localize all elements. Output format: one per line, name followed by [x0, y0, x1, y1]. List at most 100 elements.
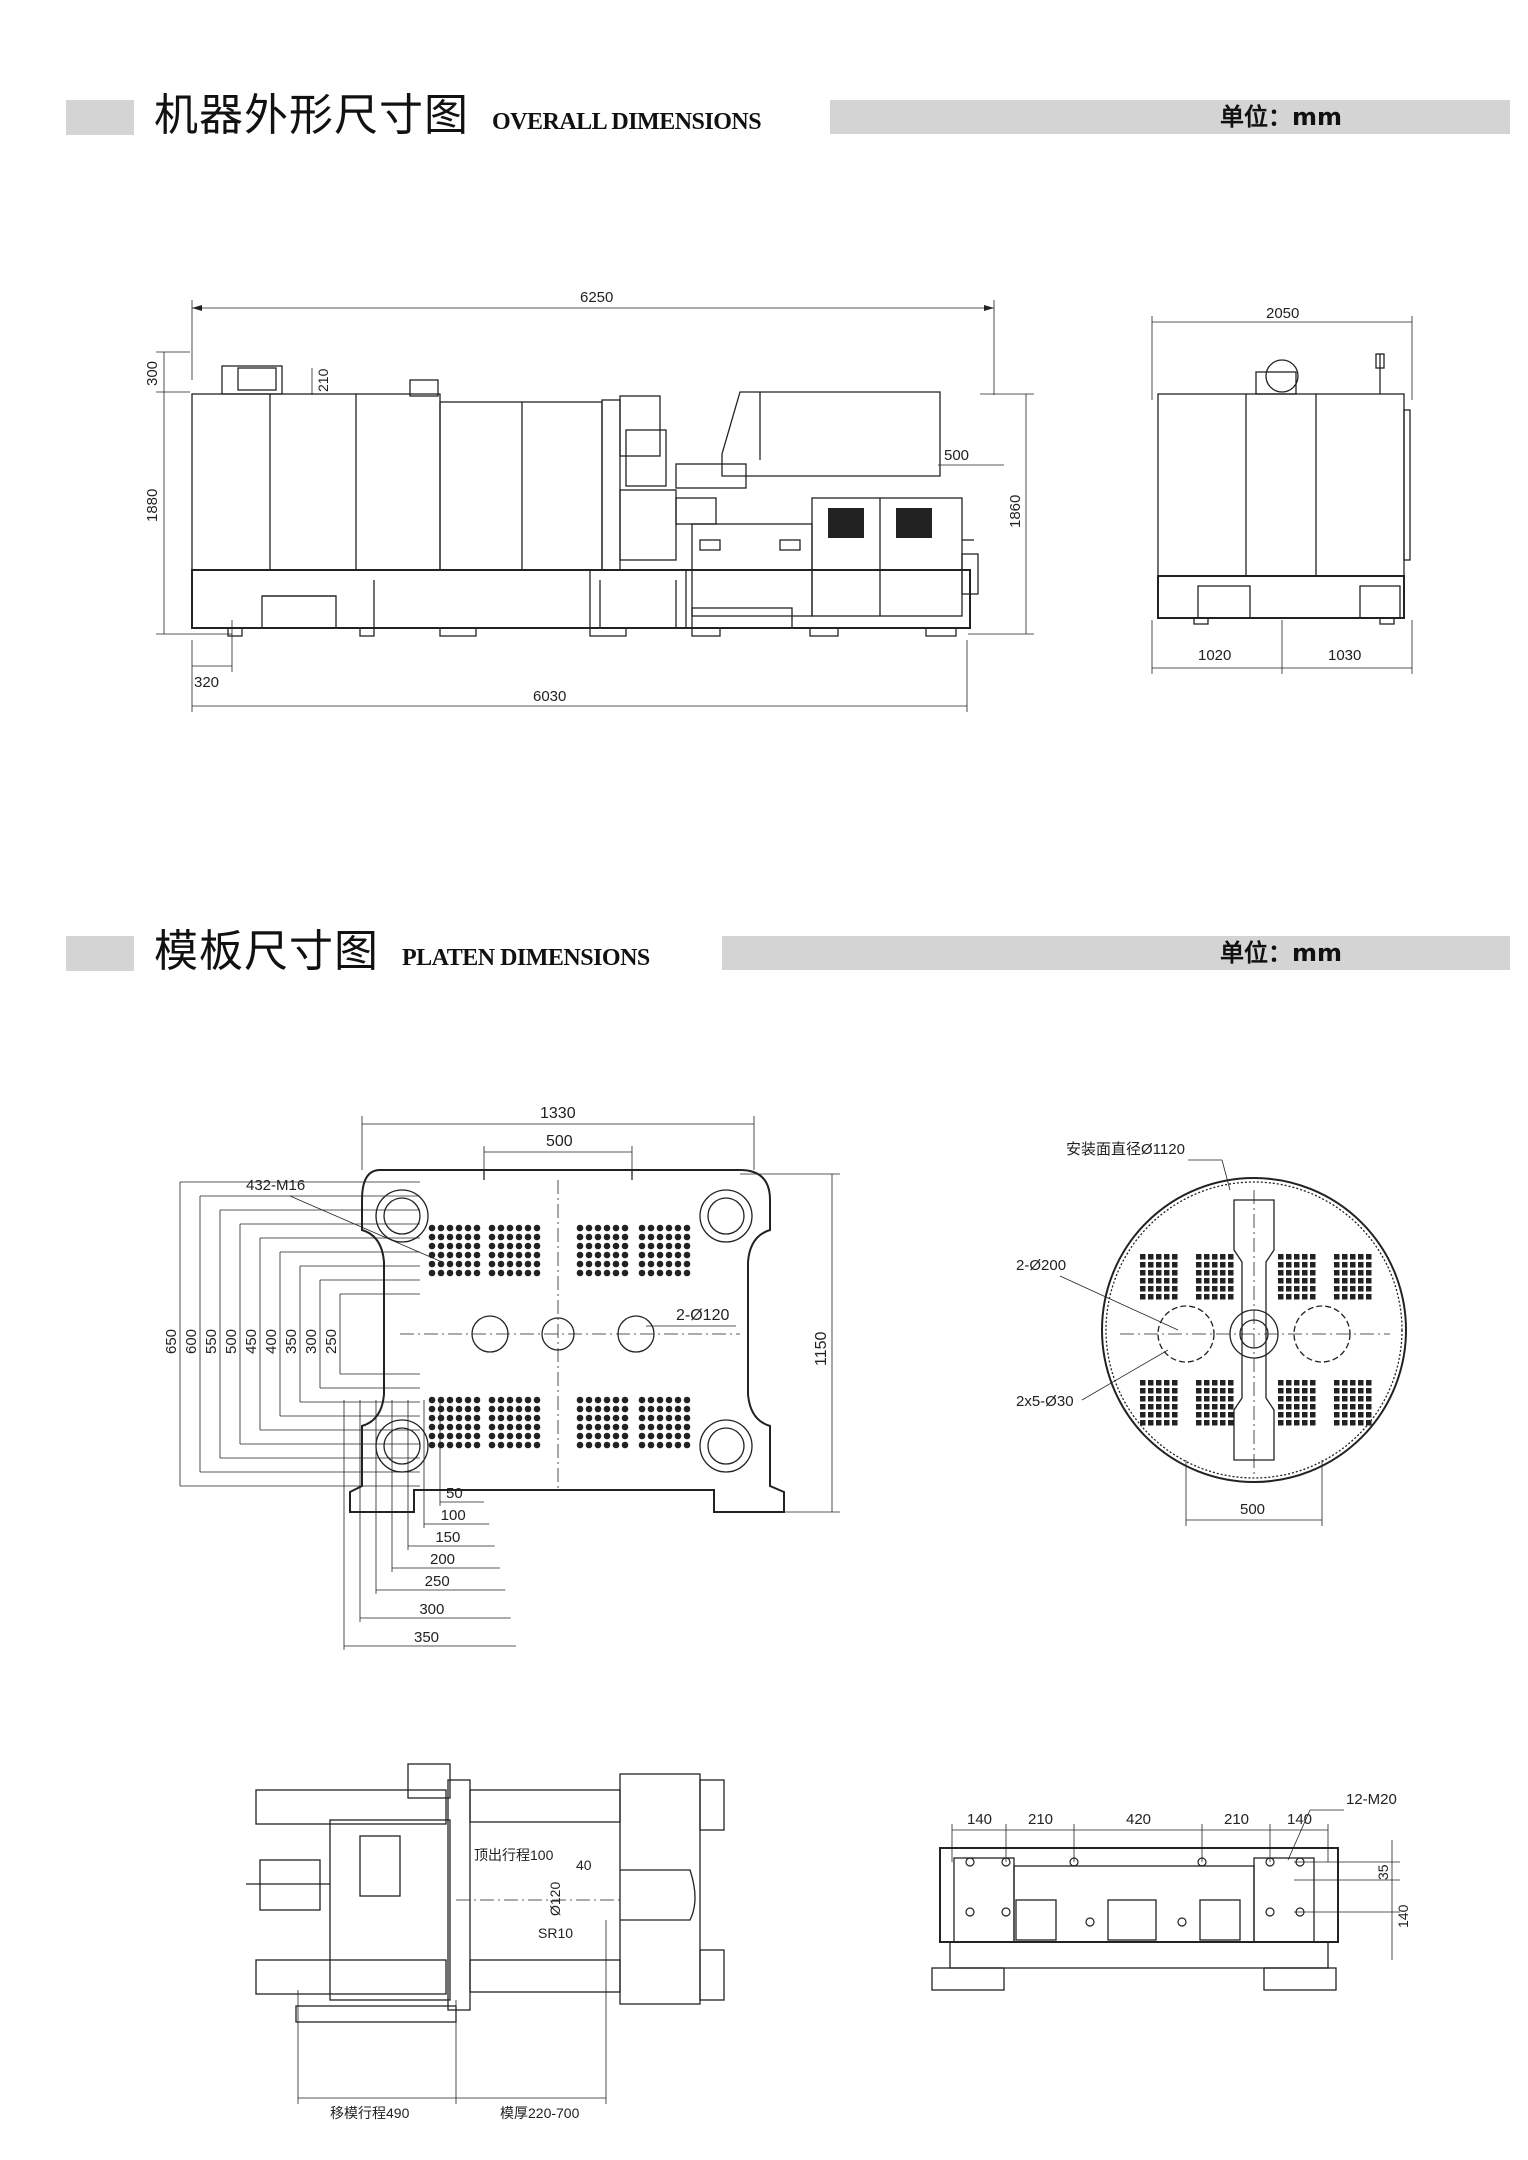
round-hole [1148, 1286, 1154, 1292]
round-hole [1342, 1262, 1348, 1268]
dim-vertical-label: 450 [243, 1329, 260, 1354]
tapped-hole [497, 1432, 505, 1440]
round-hole [1212, 1412, 1218, 1418]
round-hole [1294, 1388, 1300, 1394]
round-hole [1278, 1294, 1284, 1300]
tapped-hole [621, 1423, 629, 1431]
round-hole [1204, 1278, 1210, 1284]
round-hole [1204, 1254, 1210, 1260]
tapped-hole [674, 1432, 682, 1440]
tapped-hole [488, 1396, 496, 1404]
tapped-hole [1177, 1917, 1187, 1927]
tapped-hole [665, 1423, 673, 1431]
round-hole [1156, 1254, 1162, 1260]
tapped-hole [428, 1260, 436, 1268]
round-hole [1164, 1294, 1170, 1300]
tapped-hole [437, 1441, 445, 1449]
tapped-hole [674, 1423, 682, 1431]
tapped-hole [473, 1269, 481, 1277]
tapped-hole [585, 1432, 593, 1440]
tapped-hole [665, 1224, 673, 1232]
tapped-hole [437, 1242, 445, 1250]
round-hole [1164, 1388, 1170, 1394]
tapped-hole [473, 1233, 481, 1241]
dim-hopper-offset: 500 [944, 447, 969, 464]
round-hole [1302, 1262, 1308, 1268]
tapped-hole [656, 1423, 664, 1431]
round-hole [1342, 1388, 1348, 1394]
dim-left-offset: 320 [194, 674, 219, 691]
round-hole [1228, 1278, 1234, 1284]
round-hole [1334, 1294, 1340, 1300]
tapped-hole [524, 1242, 532, 1250]
tapped-hole [524, 1423, 532, 1431]
round-hole [1140, 1412, 1146, 1418]
round-hole [1220, 1262, 1226, 1268]
round-hole [1148, 1404, 1154, 1410]
tapped-hole [437, 1414, 445, 1422]
tapped-hole [497, 1224, 505, 1232]
tapped-hole [594, 1242, 602, 1250]
round-hole [1286, 1380, 1292, 1386]
tapped-hole [594, 1396, 602, 1404]
round-hole [1212, 1278, 1218, 1284]
round-hole [1286, 1262, 1292, 1268]
dim-bottom-label: 210 [1224, 1811, 1249, 1828]
round-hole [1286, 1396, 1292, 1402]
dim-total-length: 6250 [580, 289, 613, 306]
round-hole [1204, 1286, 1210, 1292]
round-hole [1220, 1388, 1226, 1394]
tapped-hole [576, 1242, 584, 1250]
tapped-hole [533, 1414, 541, 1422]
tapped-hole [603, 1260, 611, 1268]
label-tapped-holes: 432-M16 [246, 1177, 305, 1194]
round-hole [1278, 1262, 1284, 1268]
round-hole [1164, 1420, 1170, 1426]
round-hole [1302, 1270, 1308, 1276]
tapped-hole [638, 1396, 646, 1404]
tapped-hole [612, 1414, 620, 1422]
tapped-hole [446, 1396, 454, 1404]
tapped-hole [446, 1441, 454, 1449]
round-hole [1204, 1270, 1210, 1276]
round-hole [1310, 1262, 1316, 1268]
tapped-hole [497, 1441, 505, 1449]
tapped-hole [683, 1441, 691, 1449]
tapped-hole [965, 1907, 975, 1917]
round-hole [1172, 1388, 1178, 1394]
section-title-cn: 机器外形尺寸图 [154, 90, 469, 141]
round-hole [1350, 1254, 1356, 1260]
tapped-hole [488, 1441, 496, 1449]
tapped-hole [585, 1233, 593, 1241]
tapped-hole [603, 1224, 611, 1232]
tapped-hole [464, 1432, 472, 1440]
round-hole [1148, 1270, 1154, 1276]
tapped-hole [473, 1396, 481, 1404]
round-hole [1310, 1388, 1316, 1394]
tapped-hole [524, 1396, 532, 1404]
tapped-hole [647, 1251, 655, 1259]
tapped-hole [497, 1242, 505, 1250]
round-hole [1212, 1380, 1218, 1386]
round-hole [1310, 1286, 1316, 1292]
round-hole [1228, 1262, 1234, 1268]
tapped-hole [647, 1432, 655, 1440]
dim-end-left: 1020 [1198, 647, 1231, 664]
round-hole [1302, 1420, 1308, 1426]
round-hole [1310, 1420, 1316, 1426]
label-bottom-35: 35 [1375, 1864, 1391, 1880]
round-hole [1342, 1412, 1348, 1418]
round-hole [1220, 1412, 1226, 1418]
round-hole [1350, 1270, 1356, 1276]
tapped-hole [612, 1405, 620, 1413]
tapped-hole [594, 1233, 602, 1241]
round-hole [1220, 1270, 1226, 1276]
round-hole [1212, 1396, 1218, 1402]
round-hole [1350, 1412, 1356, 1418]
tapped-hole [437, 1224, 445, 1232]
tapped-hole [576, 1233, 584, 1241]
tapped-hole [524, 1405, 532, 1413]
tapped-hole [594, 1251, 602, 1259]
tapped-hole [506, 1260, 514, 1268]
tapped-hole [428, 1233, 436, 1241]
